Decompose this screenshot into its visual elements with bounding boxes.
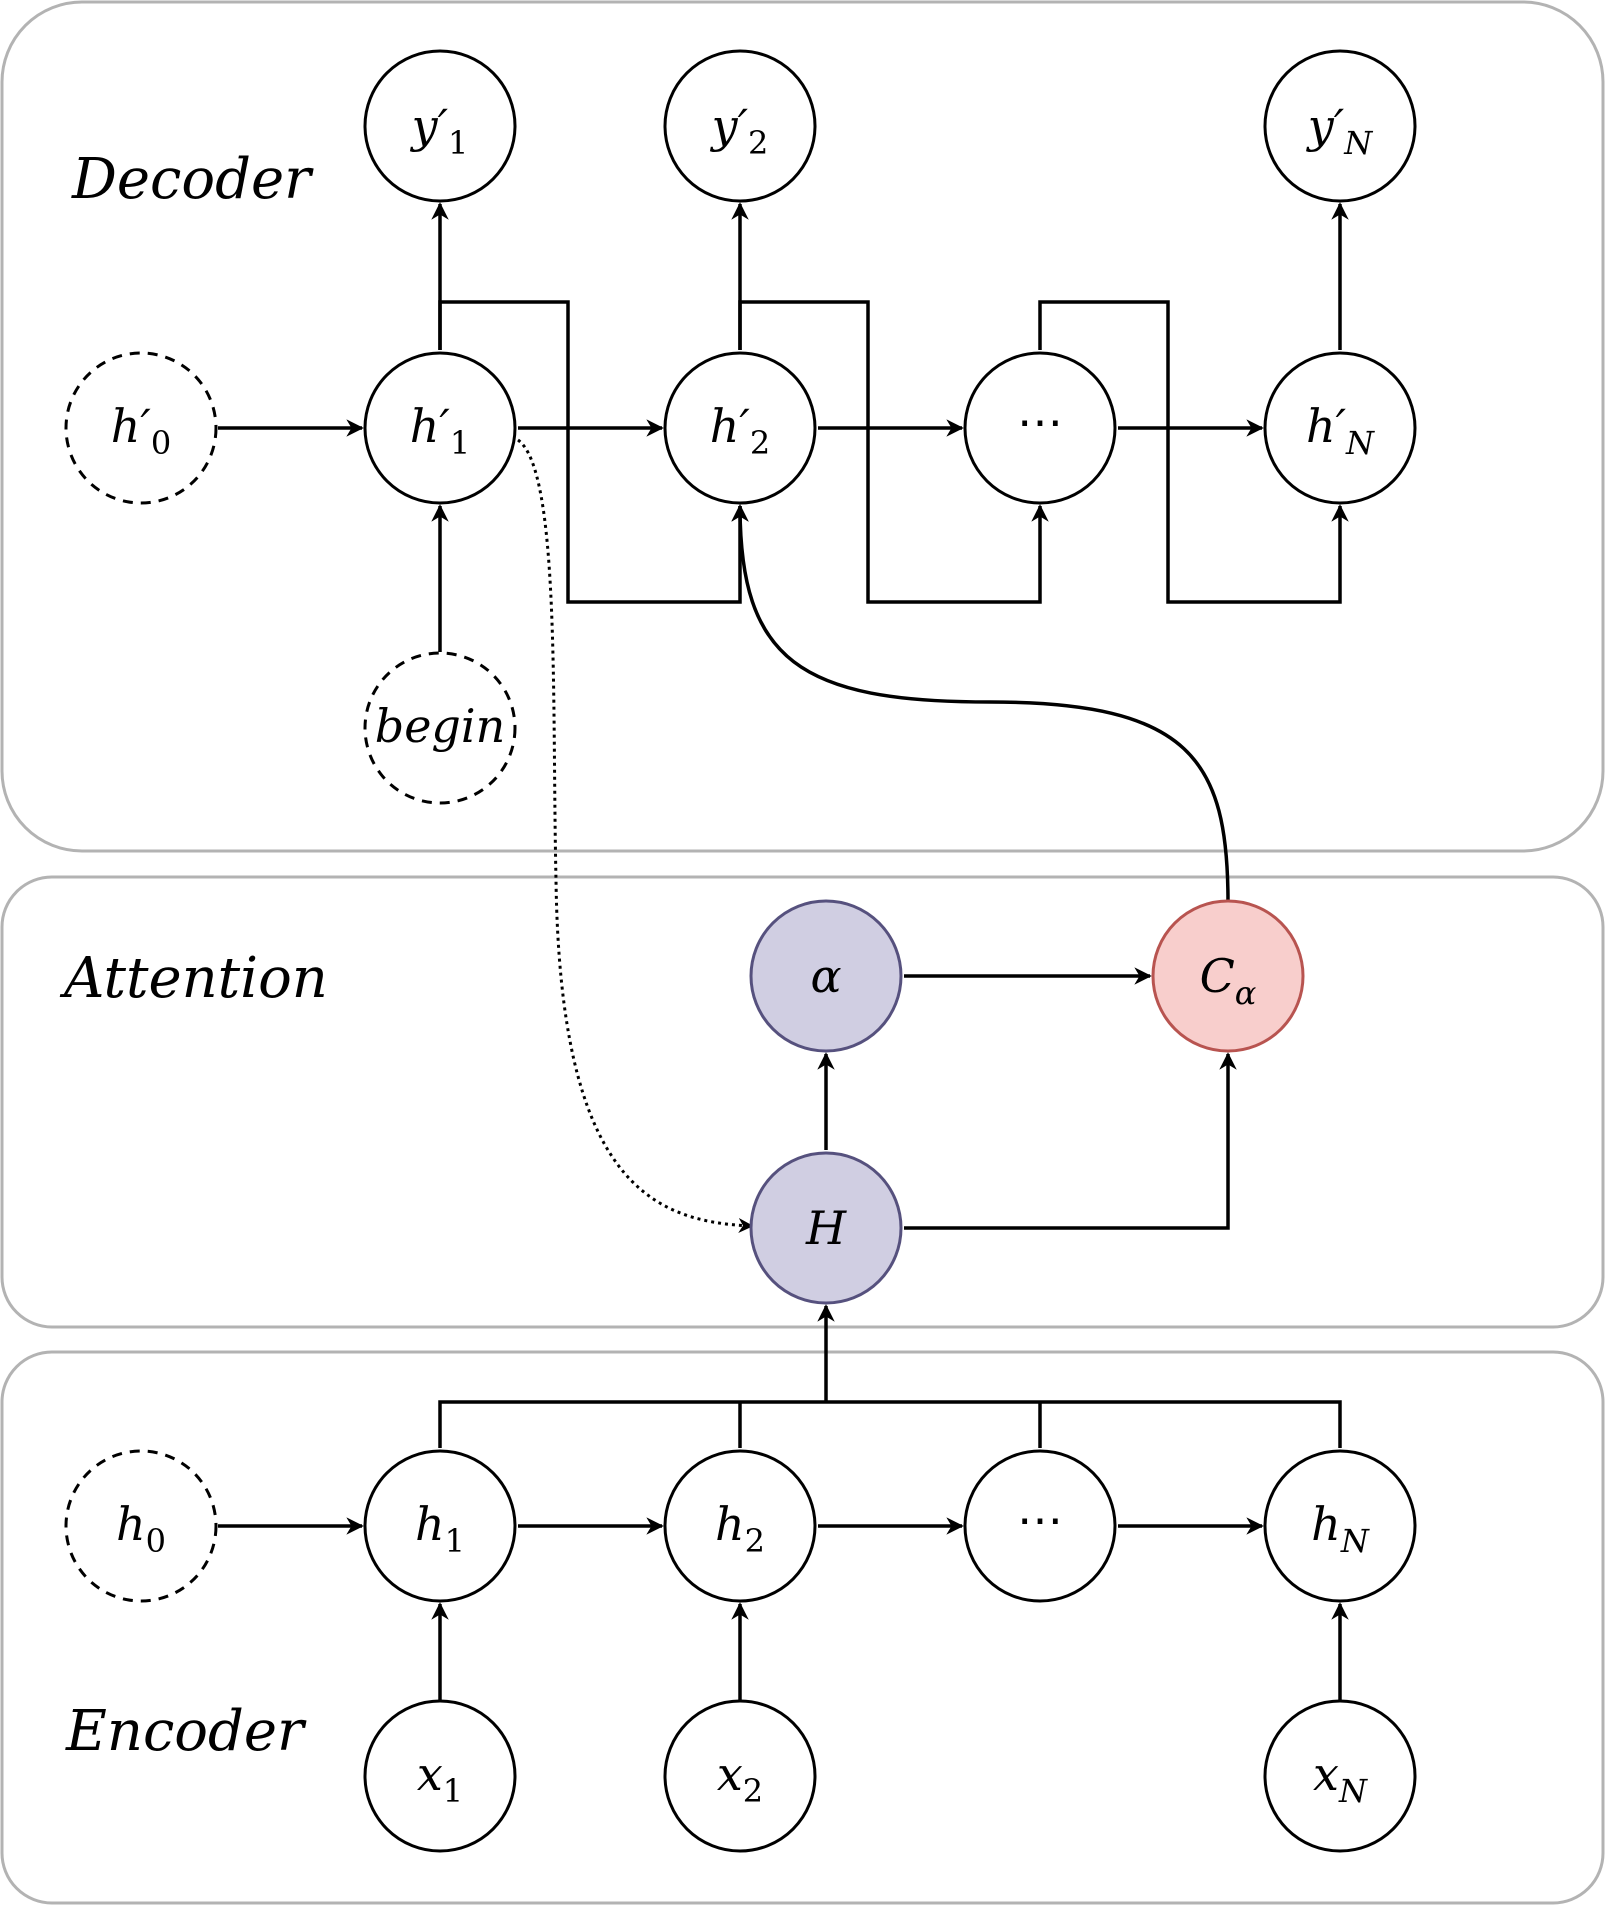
encoder-input-x1: x1 (363, 1699, 517, 1853)
decoder-state-h1: h′1 (363, 351, 517, 505)
begin-token-node: begin (363, 651, 517, 805)
encoder-state-dots: ⋯ (963, 1449, 1117, 1603)
edge-loop-3-N (1038, 300, 1349, 604)
encoder-input-x2: x2 (663, 1699, 817, 1853)
encoder-input-xN: xN (1263, 1699, 1417, 1853)
edge-loop-1-2 (438, 300, 749, 604)
encoder-state-h1: h1 (363, 1449, 517, 1603)
edge-loop-2-3 (738, 300, 1049, 604)
svg-text:α: α (810, 949, 841, 1003)
edge-H-context (904, 1052, 1237, 1230)
svg-text:x2: x2 (717, 1747, 763, 1810)
attention-label: Attention (59, 946, 328, 1011)
attention-alpha-node: α (749, 899, 903, 1053)
decoder-state-dots: ⋯ (963, 351, 1117, 505)
encoder-state-hN: hN (1263, 1449, 1417, 1603)
svg-text:hN: hN (1311, 1497, 1370, 1560)
decoder-output-y2: y′2 (663, 49, 817, 203)
attention-context-node: Cα (1151, 899, 1305, 1053)
svg-text:y′1: y′1 (410, 99, 469, 162)
svg-text:x1: x1 (417, 1747, 463, 1810)
svg-text:h′0: h′0 (111, 399, 171, 462)
edge-encoder-bus (438, 1400, 1342, 1448)
svg-text:h′2: h′2 (710, 399, 770, 462)
svg-text:H: H (805, 1201, 847, 1255)
decoder-state-h2: h′2 (663, 351, 817, 505)
svg-text:y′2: y′2 (710, 99, 769, 162)
edges (218, 202, 1349, 1700)
svg-text:xN: xN (1313, 1747, 1368, 1810)
svg-text:h1: h1 (415, 1497, 465, 1560)
svg-text:h′N: h′N (1306, 399, 1375, 462)
decoder-state-hN: h′N (1263, 351, 1417, 505)
decoder-initial-state-h0: h′0 (64, 351, 218, 505)
svg-text:y′N: y′N (1306, 99, 1373, 162)
svg-text:Cα: Cα (1200, 949, 1257, 1012)
encoder-state-h2: h2 (663, 1449, 817, 1603)
svg-text:⋯: ⋯ (1017, 395, 1063, 449)
svg-text:h0: h0 (116, 1497, 166, 1560)
decoder-output-y1: y′1 (363, 49, 517, 203)
decoder-label: Decoder (71, 147, 314, 212)
decoder-output-yN: y′N (1263, 49, 1417, 203)
attention-H-node: H (749, 1151, 903, 1305)
svg-text:⋯: ⋯ (1017, 1493, 1063, 1547)
encoder-initial-state-h0: h0 (64, 1449, 218, 1603)
begin-token-label: begin (375, 699, 505, 753)
svg-text:h′1: h′1 (410, 399, 470, 462)
svg-text:h2: h2 (715, 1497, 765, 1560)
encoder-label: Encoder (65, 1699, 307, 1764)
edge-context-h2p (731, 504, 1230, 903)
